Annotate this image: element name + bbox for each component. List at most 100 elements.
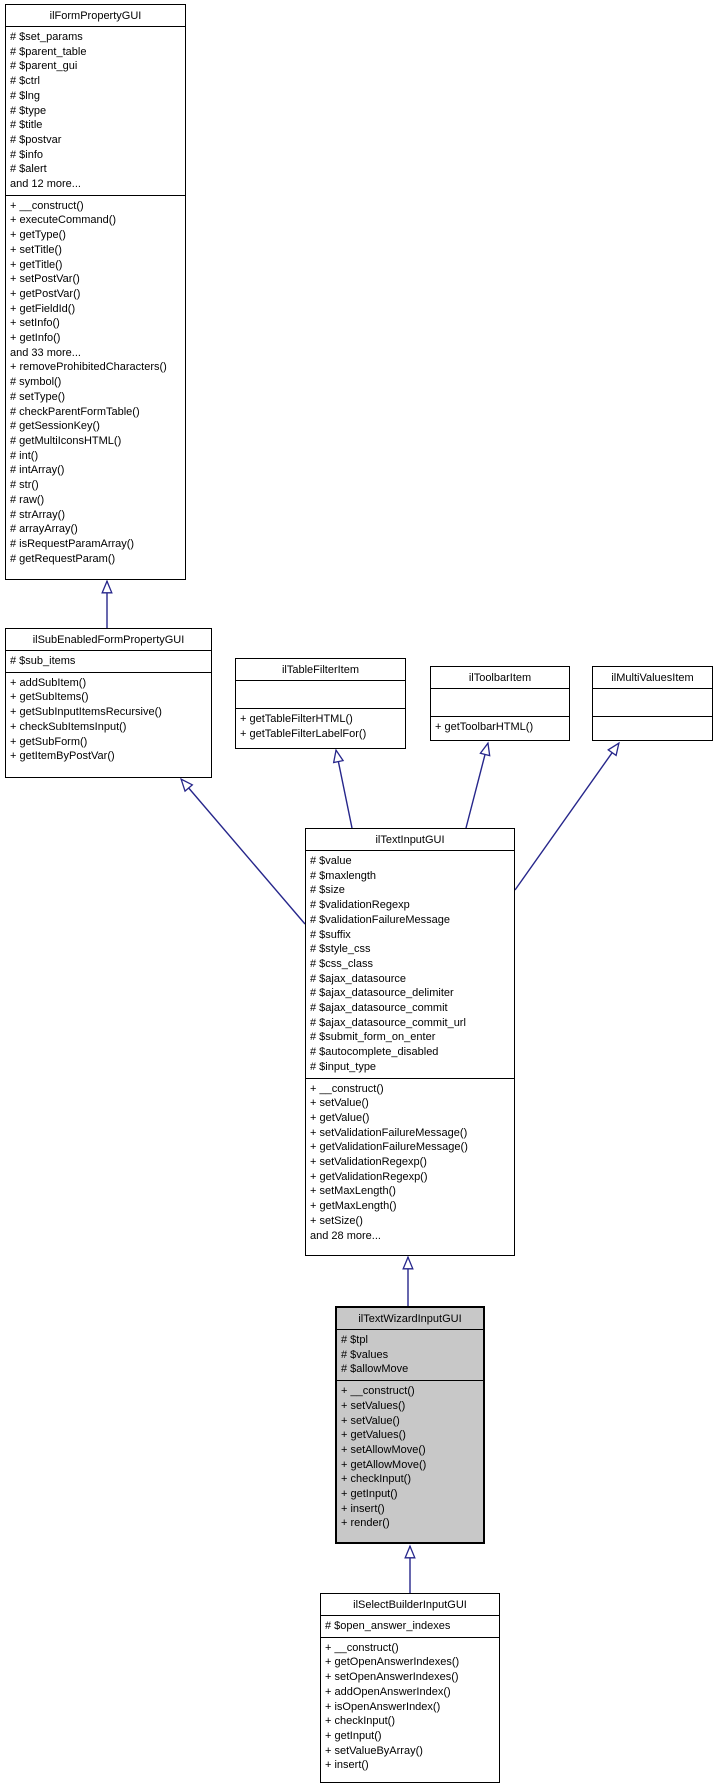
member-row: + setTitle() [10,243,62,256]
member-row: + getValues() [341,1429,406,1442]
member-row: # $sub_items [10,655,76,667]
member-row: # getSessionKey() [10,420,100,433]
class-node-ilsubenabledformpropertygui[interactable]: ilSubEnabledFormPropertyGUI # $sub_items… [5,628,212,778]
class-node-iltablefilteritem[interactable]: ilTableFilterItem + getTableFilterHTML()… [235,658,406,749]
class-title: ilTextWizardInputGUI [337,1308,483,1330]
member-row: # $ajax_datasource_delimiter [310,987,454,1000]
member-row: + getValidationRegexp() [310,1170,428,1183]
member-row: + setValidationRegexp() [310,1156,427,1169]
member-row: # $set_params [10,31,83,43]
member-row: # $autocomplete_disabled [310,1046,439,1059]
member-row: and 33 more... [10,346,81,359]
class-node-ilformpropertygui[interactable]: ilFormPropertyGUI # $set_params# $parent… [5,4,186,580]
member-row: + setValueByArray() [325,1744,423,1757]
member-row: # $parent_table [10,45,87,58]
member-row: + getMaxLength() [310,1200,397,1213]
member-row: # $validationRegexp [310,899,410,912]
class-node-iltoolbaritem[interactable]: ilToolbarItem + getToolbarHTML() [430,666,570,741]
member-row: + addOpenAnswerIndex() [325,1685,451,1698]
member-row: + getInfo() [10,332,61,345]
member-row: + insert() [325,1759,369,1772]
member-row: + getPostVar() [10,287,81,300]
class-attributes [236,681,405,709]
class-attributes: # $tpl# $values# $allowMove [337,1330,483,1382]
class-attributes: # $sub_items [6,651,211,673]
member-row: # $alert [10,163,47,176]
member-row: # $ajax_datasource_commit [310,1002,448,1015]
class-attributes [593,689,712,717]
member-row: + setInfo() [10,317,60,330]
class-node-ilselectbuilderinputgui[interactable]: ilSelectBuilderInputGUI # $open_answer_i… [320,1593,500,1783]
member-row: # $input_type [310,1060,377,1073]
member-row: + __construct() [325,1641,399,1654]
member-row: + insert() [341,1502,385,1515]
member-row: # $postvar [10,133,62,146]
edge-textinput-to-toolbar [465,741,491,829]
member-row: + checkSubItemsInput() [10,720,127,733]
edge-textinput-to-tablefilter [332,748,353,829]
class-node-ilmultivaluesitem[interactable]: ilMultiValuesItem [592,666,713,741]
class-title: ilTextInputGUI [306,829,514,851]
member-row: # $title [10,119,43,132]
member-row: + addSubItem() [10,676,87,689]
class-attributes [431,689,569,717]
member-row: + __construct() [341,1385,415,1398]
member-row: # $ajax_datasource [310,972,407,985]
member-row: + setSize() [310,1214,363,1227]
member-row: + getTableFilterHTML() [240,713,353,725]
class-title: ilSelectBuilderInputGUI [321,1594,499,1616]
member-row: + checkInput() [325,1715,396,1728]
member-row: + getType() [10,229,66,242]
member-row: + setValues() [341,1399,406,1412]
member-row: + setValue() [310,1097,369,1110]
member-row: # str() [10,479,39,492]
member-row: + getValue() [310,1111,370,1124]
class-node-iltextwizardinputgui-current[interactable]: ilTextWizardInputGUI # $tpl# $values# $a… [335,1306,485,1544]
member-row: + removeProhibitedCharacters() [10,361,167,374]
class-methods: + __construct()+ setValues() + setValue()… [337,1381,483,1542]
member-row: + setValidationFailureMessage() [310,1126,468,1139]
member-row: # $values [341,1348,389,1361]
member-row: + getFieldId() [10,302,76,315]
member-row: # $css_class [310,957,373,970]
member-row: + executeCommand() [10,214,117,227]
member-row: + setOpenAnswerIndexes() [325,1671,459,1684]
class-methods: + __construct()+ executeCommand()+ getTy… [6,196,185,579]
member-row: # arrayArray() [10,523,78,536]
class-attributes: # $value# $maxlength# $size# $validation… [306,851,514,1079]
class-title: ilSubEnabledFormPropertyGUI [6,629,211,651]
member-row: # raw() [10,493,45,506]
member-row: # $maxlength [310,869,377,882]
member-row: + getTableFilterLabelFor() [240,727,367,740]
member-row: + setPostVar() [10,273,80,286]
member-row: # $allowMove [341,1363,409,1376]
member-row: # checkParentFormTable() [10,405,140,418]
member-row: + setMaxLength() [310,1185,396,1198]
member-row: # $validationFailureMessage [310,913,451,926]
member-row: # strArray() [10,508,65,521]
member-row: # getMultiIconsHTML() [10,434,122,447]
member-row: # intArray() [10,464,65,477]
member-row: # $size [310,884,345,897]
class-methods: + __construct()+ getOpenAnswerIndexes()+… [321,1638,499,1782]
member-row: # setType() [10,390,66,403]
edge-textinput-to-subenabled [180,777,306,925]
member-row: + getSubItems() [10,691,89,704]
edge-textinput-to-multivalues [514,741,620,891]
member-row: # symbol() [10,376,62,389]
class-methods [593,717,712,740]
class-title: ilMultiValuesItem [593,667,712,689]
member-row: # $suffix [310,928,351,941]
member-row: + getToolbarHTML() [435,721,534,733]
member-row: # $ctrl [10,75,40,88]
member-row: # $type [10,104,47,117]
member-row: # $style_css [310,943,371,956]
class-attributes: # $open_answer_indexes [321,1616,499,1638]
member-row: # $submit_form_on_enter [310,1031,436,1044]
member-row: + isOpenAnswerIndex() [325,1700,441,1713]
class-node-iltextinputgui[interactable]: ilTextInputGUI # $value# $maxlength# $si… [305,828,515,1256]
member-row: + setValue() [341,1414,400,1427]
member-row: + checkInput() [341,1473,412,1486]
